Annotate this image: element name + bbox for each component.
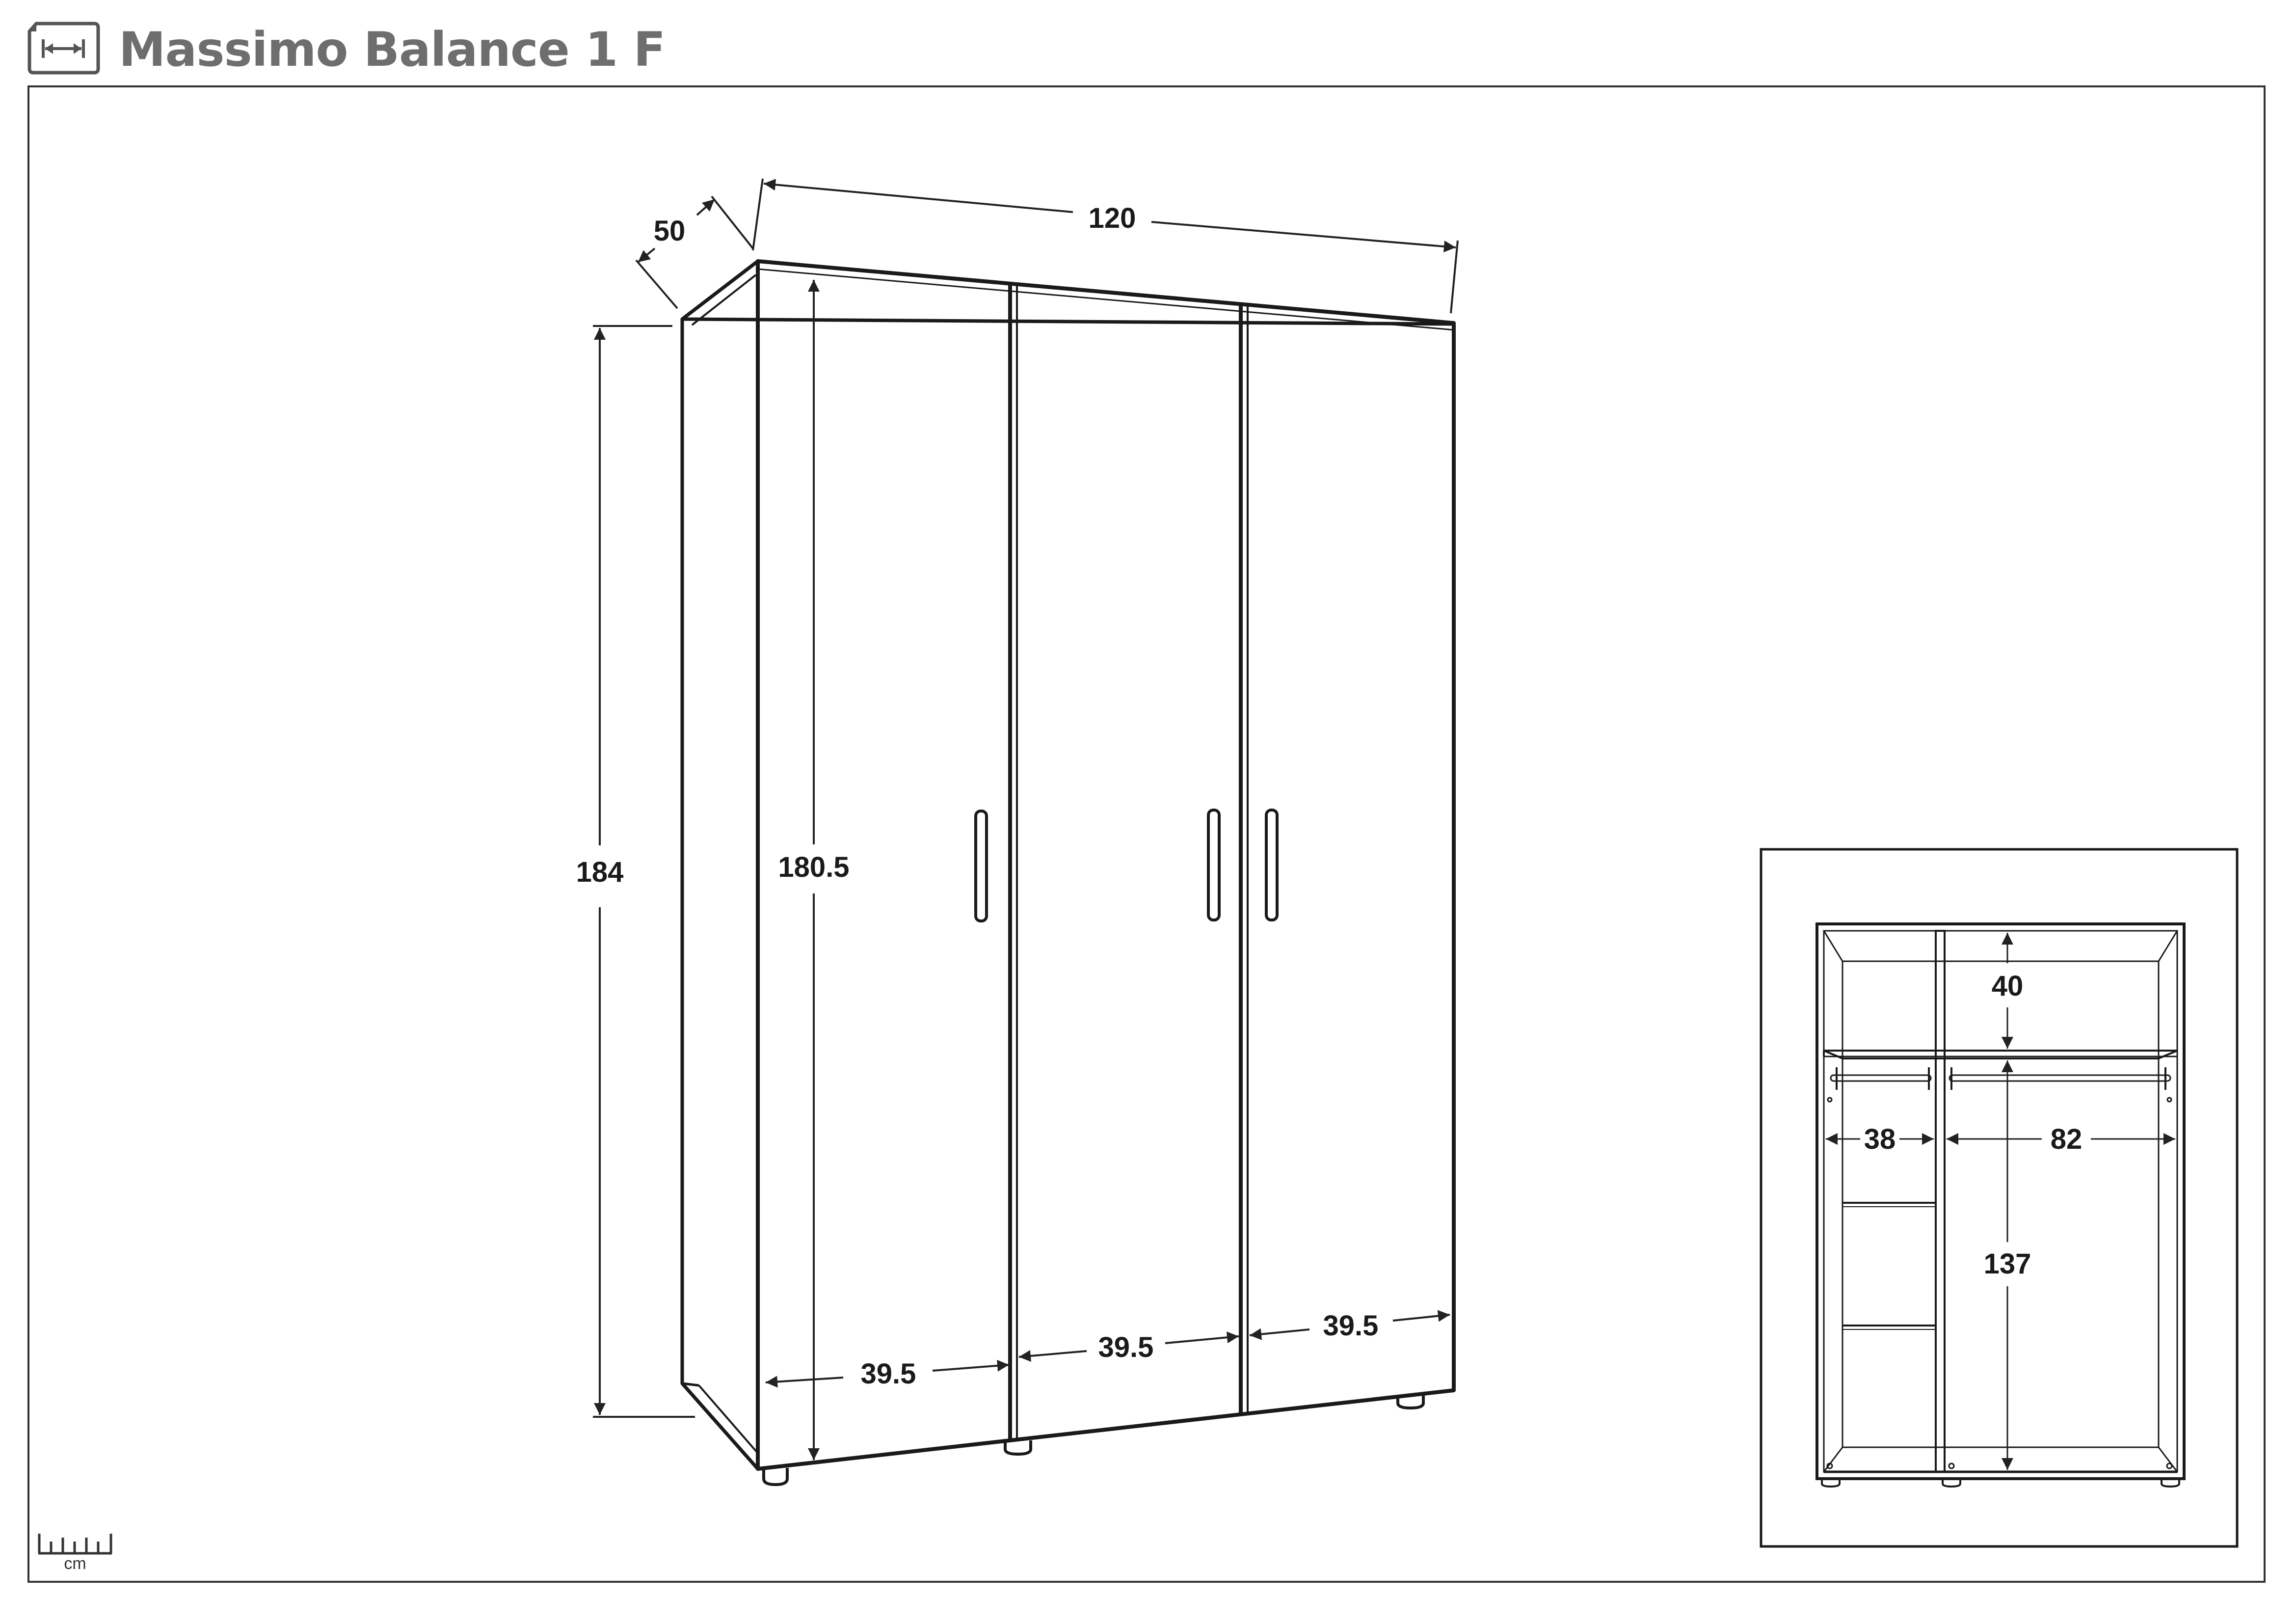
ruler-icon xyxy=(38,1534,112,1555)
interior-right-width-label: 82 xyxy=(2051,1123,2082,1155)
interior-top-shelf-label: 40 xyxy=(1992,970,2024,1002)
dimension-lines xyxy=(593,178,1459,1460)
door-right-width-label: 39.5 xyxy=(1323,1310,1379,1342)
wardrobe-main-view xyxy=(680,259,1456,1486)
interior-hanging-height-label: 137 xyxy=(1984,1248,2031,1280)
drawing-frame xyxy=(27,85,2266,1583)
interior-dimension-lines xyxy=(1826,933,2175,1470)
height-label: 184 xyxy=(576,856,624,888)
width-label: 120 xyxy=(1089,202,1136,234)
door-height-label: 180.5 xyxy=(778,851,849,883)
depth-label: 50 xyxy=(654,215,686,247)
interior-left-width-label: 38 xyxy=(1864,1123,1896,1155)
dimensions-icon xyxy=(27,22,100,75)
interior-view xyxy=(1760,848,2239,1548)
door-middle-width-label: 39.5 xyxy=(1098,1331,1154,1363)
door-left-width-label: 39.5 xyxy=(861,1358,916,1390)
page-title: Massimo Balance 1 F xyxy=(119,22,666,77)
scale-unit-label: cm xyxy=(64,1554,86,1573)
